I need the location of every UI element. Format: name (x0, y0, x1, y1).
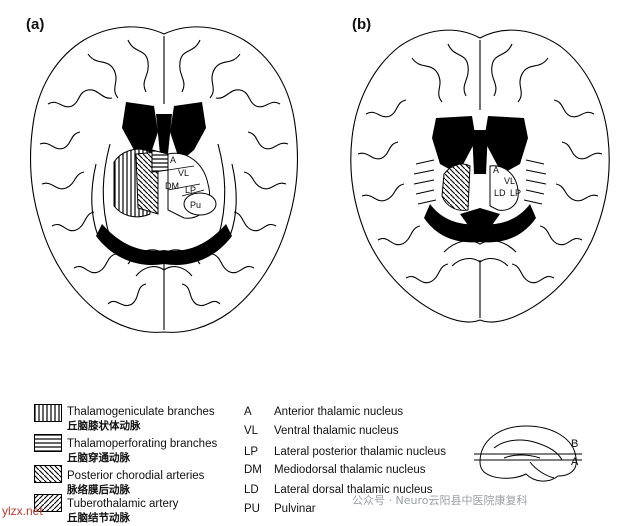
nucleus-label-a-LP: LP (185, 185, 197, 195)
legend-label-posterior-chorodial: Posterior chorodial arteries (67, 470, 205, 482)
sagittal-inset (474, 425, 582, 482)
panel-label-b: (b) (352, 16, 372, 33)
abbr-code: DM (244, 464, 262, 476)
legend-pattern-horizontal (34, 434, 62, 452)
abbr-row: VL Ventral thalamic nucleus (244, 425, 399, 437)
brain-section-b (350, 29, 610, 323)
inset-line-label-a: A (571, 456, 579, 468)
legend-label-thalamogeniculate: Thalamogeniculate branches (67, 406, 215, 418)
abbr-name: Anterior thalamic nucleus (274, 406, 404, 418)
brain-section-a (30, 26, 298, 333)
abbr-row: LP Lateral posterior thalamic nucleus (244, 446, 446, 458)
legend-label-thalamoperforating: Thalamoperforating branches (67, 438, 218, 450)
legend-label-cn-thalamoperforating: 丘脑穿通动脉 (67, 452, 130, 464)
nucleus-label-a-DM: DM (165, 181, 179, 191)
abbr-name: Pulvinar (274, 503, 316, 515)
watermark-text: 公众号 · Neuro云阳县中医院康复科 (352, 494, 528, 507)
legend-label-cn-posterior-chorodial: 脉络膜后动脉 (67, 484, 130, 496)
legend-pattern-backslash (34, 465, 62, 483)
legend-pattern-vertical (34, 404, 62, 422)
nucleus-label-a-Pu: Pu (190, 200, 202, 210)
nucleus-label-b-LD: LD (494, 188, 506, 198)
panel-label-a: (a) (26, 16, 45, 33)
abbr-code: A (244, 406, 252, 418)
abbr-name: Ventral thalamic nucleus (274, 425, 399, 437)
inset-line-label-b: B (571, 438, 579, 450)
legend-label-cn-tuberothalamic: 丘脑结节动脉 (67, 512, 130, 524)
site-watermark: ylzx.net (2, 504, 43, 518)
abbr-row: LD Lateral dorsal thalamic nucleus (244, 484, 433, 496)
abbr-row: DM Mediodorsal thalamic nucleus (244, 464, 426, 476)
abbr-name: Lateral dorsal thalamic nucleus (274, 484, 433, 496)
nucleus-label-a-VL: VL (178, 168, 190, 178)
legend-label-cn-thalamogeniculate: 丘脑膝状体动脉 (67, 420, 141, 432)
nucleus-label-a-A: A (170, 155, 177, 165)
legend-label-tuberothalamic: Tuberothalamic artery (67, 498, 179, 510)
abbr-code: VL (244, 425, 259, 437)
abbr-code: LD (244, 484, 259, 496)
abbr-name: Lateral posterior thalamic nucleus (274, 446, 446, 458)
nucleus-label-b-LP: LP (510, 188, 522, 198)
abbr-code: PU (244, 503, 260, 515)
abbr-row: PU Pulvinar (244, 503, 316, 515)
abbr-row: A Anterior thalamic nucleus (244, 406, 403, 418)
legend-pattern-slash (34, 494, 62, 512)
nucleus-label-b-A: A (493, 165, 500, 175)
abbr-code: LP (244, 446, 259, 458)
abbr-name: Mediodorsal thalamic nucleus (274, 464, 426, 476)
nucleus-label-b-VL: VL (504, 176, 516, 186)
